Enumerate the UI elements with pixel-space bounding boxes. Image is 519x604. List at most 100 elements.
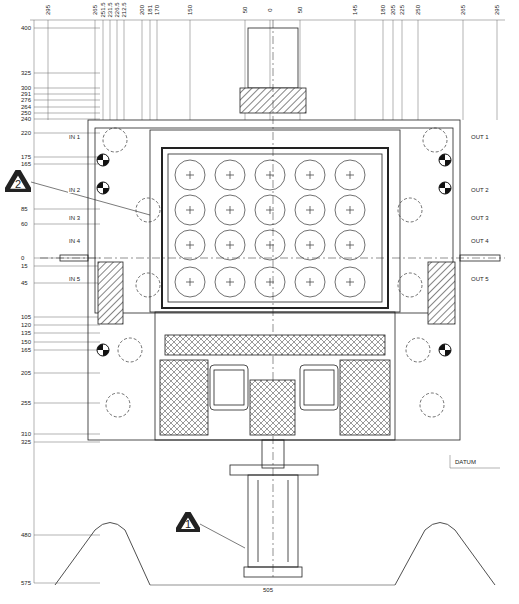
dimension-label: OUT 1 [470,134,490,140]
dimension-label: 265 [460,4,466,16]
dimension-line [34,434,100,435]
datum-mark [439,154,451,166]
dimension-label: 50 [242,6,248,15]
callout-number: 1 [176,518,200,530]
dimension-line [150,20,151,120]
datum-mark-fill [445,350,451,356]
dimension-label: 205 [20,370,32,376]
dimension-label: 226.5 [114,1,120,18]
datum-mark-fill [97,182,103,188]
dimension-line [157,20,158,120]
dimension-label: 325 [20,70,32,76]
dimension-label: 120 [20,322,32,328]
dimension-label: 295 [45,4,51,16]
center-cross [186,206,194,214]
dimension-line [34,20,35,583]
dimension-label: 45 [20,280,29,286]
dimension-line [34,350,100,351]
dimension-line [34,88,100,89]
center-cross [186,171,194,179]
dimension-label: 325 [20,439,32,445]
dimension-label: 205 [390,4,396,16]
datum-mark-fill [103,350,109,356]
dimension-line [34,107,100,108]
dimension-label: 180 [380,4,386,16]
cooling-circle [295,195,325,225]
dimension-label: 170 [154,4,160,16]
dimension-label: IN 2 [68,187,81,193]
cooling-circle [215,267,245,297]
callout-triangle: 2 [5,170,31,192]
datum-mark [97,344,109,356]
bolt-circle [398,198,422,222]
center-cross [226,206,234,214]
dimension-line [48,20,49,120]
dimension-label: 0 [20,255,25,261]
bolt-circle [423,128,447,152]
dimension-line [34,535,100,536]
center-cross [226,241,234,249]
dimension-line [34,157,100,158]
dimension-line [34,317,100,318]
dimension-label: 60 [20,221,29,227]
dimension-label: 400 [20,25,32,31]
dimension-label: 175 [20,154,32,160]
dimension-label: 0 [267,7,273,12]
datum-mark-fill [97,154,103,160]
dimension-line [117,20,118,120]
datum-mark [439,344,451,356]
center-cross [346,171,354,179]
datum-mark-fill [97,344,103,350]
dimension-line [34,283,100,284]
cooling-circle [255,160,285,190]
cooling-circle [335,230,365,260]
center-cross [186,241,194,249]
center-cross [306,171,314,179]
dimension-label: 200 [139,4,145,16]
dimension-label: 276 [20,97,32,103]
bolt-circle [118,338,142,362]
center-cross [266,171,274,179]
dimension-label: 505 [262,587,274,593]
dimension-line [142,20,143,120]
cooling-circle [255,230,285,260]
dimension-label: OUT 3 [470,215,490,221]
cooling-circle [215,195,245,225]
cooling-circle [215,160,245,190]
dimension-label: 181 [147,4,153,16]
dimension-label: 165 [20,347,32,353]
cooling-circle [255,195,285,225]
dimension-line [34,224,100,225]
cooling-circle [175,195,205,225]
dimension-label: 255 [20,400,32,406]
dimension-line [34,209,100,210]
leader-line [31,182,150,215]
dimension-line [103,20,104,120]
cooling-circle [335,160,365,190]
datum-mark-fill [445,160,451,166]
datum-line [450,455,500,468]
dimension-label: 295 [494,4,500,16]
bolt-circle [136,273,160,297]
dimension-label: 105 [20,314,32,320]
leader-line [200,524,245,548]
dimension-label: 231.5 [107,1,113,18]
dimension-label: 135 [20,330,32,336]
dimension-line [393,20,394,120]
center-cross [266,241,274,249]
cooling-circle [175,160,205,190]
cooling-circle [215,230,245,260]
dimension-label: 251.5 [100,1,106,18]
dimension-label: 220 [20,130,32,136]
cooling-circle [175,267,205,297]
dimension-line [95,20,96,120]
dimension-line [34,325,100,326]
dimension-label: IN 5 [68,276,81,282]
dimension-line [383,20,384,120]
dimension-line [34,342,100,343]
bolt-circle [136,198,160,222]
cooling-circle [295,267,325,297]
dimension-line [34,28,100,29]
dimension-label: IN 4 [68,238,81,244]
